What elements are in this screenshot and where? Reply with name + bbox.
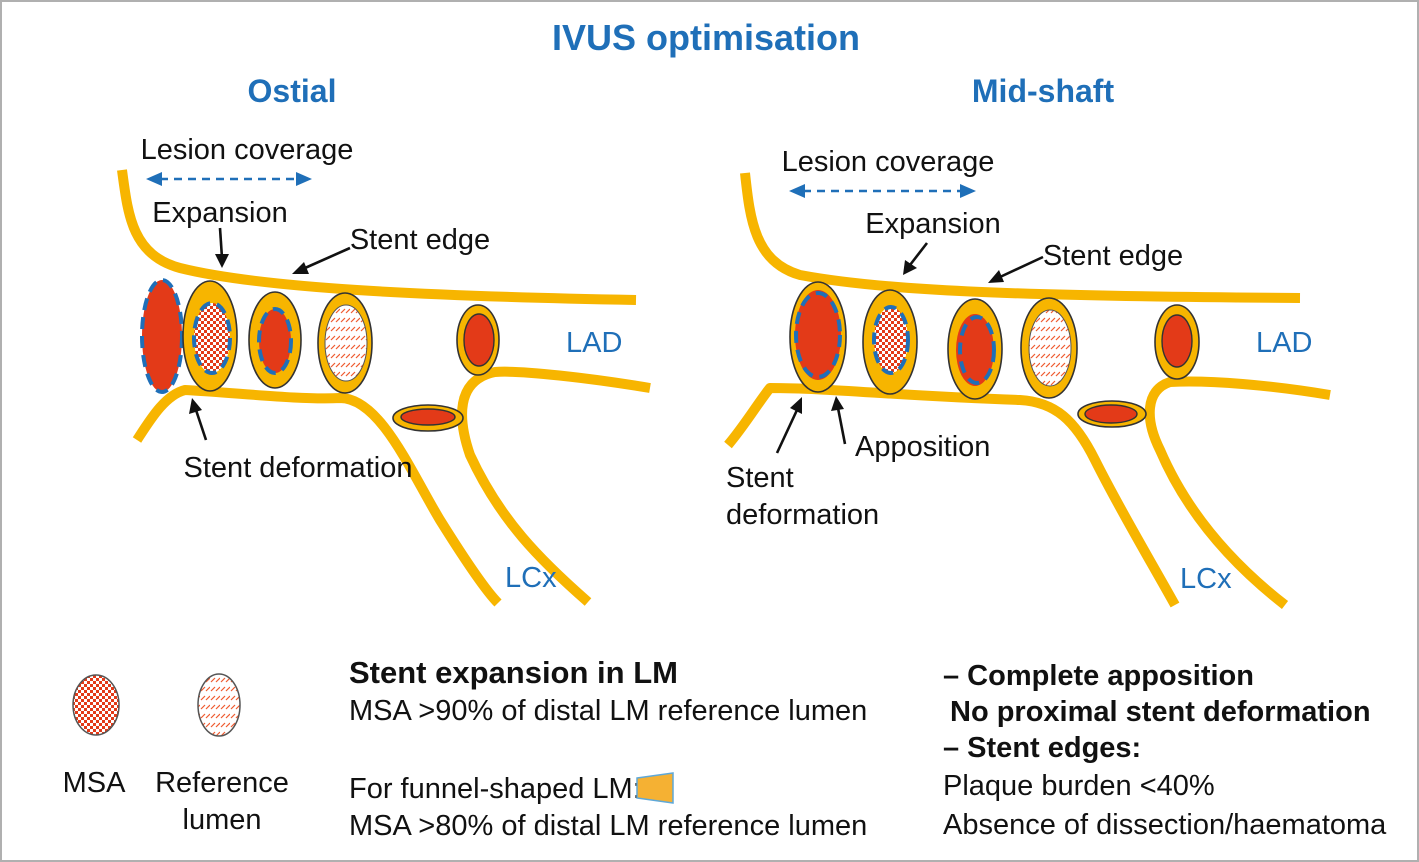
midshaft-cross-section-1 [789, 281, 847, 393]
ostial-lad-cross-section [456, 304, 500, 376]
msa-legend-swatch [72, 674, 120, 736]
midshaft-lcx-cross-section [1077, 400, 1147, 428]
coverage-arrowhead-left [789, 184, 805, 198]
midshaft-cross-section-3 [947, 298, 1003, 400]
arrowhead [903, 260, 917, 275]
apposition-edge-criteria: – Complete apposition No proximal stent … [943, 660, 1387, 841]
midshaft-cross-section-4 [1020, 297, 1078, 399]
midshaft-stent-edge-arrow [999, 255, 1044, 279]
ostial-cross-section-2 [182, 280, 238, 392]
ostial-cross-section-3 [248, 291, 302, 389]
midshaft-lm-lower-wall [724, 383, 1180, 608]
ostial-lm-lower-wall [132, 385, 502, 607]
funnel-shape-icon [636, 772, 674, 804]
complete-apposition: – Complete apposition [943, 660, 1254, 692]
expansion-rule: MSA >90% of distal LM reference lumen [349, 695, 867, 727]
absence-dissection: Absence of dissection/haematoma [943, 809, 1387, 841]
midshaft-lesion-coverage-label: Lesion coverage [782, 146, 995, 178]
ostial-panel: Ostial Lesion coverage Expansion Stent e… [117, 73, 651, 607]
ostial-expansion-arrow [218, 227, 224, 259]
coverage-arrowhead-left [146, 172, 162, 186]
funnel-label: For funnel-shaped LM: [349, 773, 641, 805]
ostial-lad-label: LAD [566, 327, 622, 359]
arrowhead [189, 398, 202, 414]
midshaft-stent-deformation-label-line1: Stent [726, 462, 794, 494]
msa-legend-label: MSA [63, 767, 127, 799]
coverage-arrowhead-right [296, 172, 312, 186]
ostial-cross-section-4 [317, 292, 373, 394]
coverage-arrowhead-right [960, 184, 976, 198]
ostial-lm-upper-wall [117, 169, 637, 305]
ostial-stent-deformation-label: Stent deformation [184, 452, 413, 484]
midshaft-lcx-label: LCx [1180, 563, 1232, 595]
midshaft-expansion-label: Expansion [865, 208, 1000, 240]
ostial-lad-lower-wall [457, 366, 651, 606]
arrowhead [988, 270, 1004, 283]
ostial-cross-section-1 [140, 278, 184, 394]
midshaft-heading: Mid-shaft [972, 73, 1115, 109]
midshaft-lm-upper-wall [740, 172, 1301, 303]
expansion-heading: Stent expansion in LM [349, 655, 678, 690]
ostial-stent-deformation-arrow [194, 409, 208, 441]
expansion-criteria: Stent expansion in LM MSA >90% of distal… [349, 655, 867, 842]
midshaft-panel: Mid-shaft Lesion coverage Expansion Sten… [724, 73, 1331, 609]
ostial-lesion-coverage-label: Lesion coverage [141, 134, 354, 166]
arrowhead [790, 397, 802, 414]
no-proximal-deformation: No proximal stent deformation [950, 696, 1371, 728]
ostial-lcx-label: LCx [505, 562, 557, 594]
midshaft-stent-edge-label: Stent edge [1043, 240, 1183, 272]
midshaft-expansion-arrow [908, 242, 929, 266]
reference-lumen-legend-swatch [197, 673, 241, 737]
reference-legend-label-line1: Reference [155, 767, 289, 799]
ostial-heading: Ostial [248, 73, 337, 109]
midshaft-apposition-label: Apposition [855, 431, 990, 463]
midshaft-lad-lower-wall [1144, 376, 1331, 609]
midshaft-apposition-arrow [836, 407, 847, 445]
midshaft-cross-section-2 [862, 289, 918, 395]
arrowhead [292, 262, 309, 274]
legend: MSA Reference lumen [63, 673, 289, 836]
arrowhead [215, 254, 229, 268]
midshaft-stent-deformation-label-line2: deformation [726, 499, 879, 531]
ostial-stent-edge-label: Stent edge [350, 224, 490, 256]
ostial-stent-edge-arrow [304, 246, 351, 270]
plaque-burden: Plaque burden <40% [943, 770, 1215, 802]
arrowhead [831, 396, 844, 411]
figure-title: IVUS optimisation [552, 17, 860, 58]
midshaft-lad-cross-section [1154, 304, 1200, 380]
ostial-lcx-cross-section [392, 404, 464, 432]
stent-edges-heading: – Stent edges: [943, 732, 1141, 764]
reference-legend-label-line2: lumen [183, 804, 262, 836]
ostial-expansion-label: Expansion [152, 197, 287, 229]
funnel-rule: MSA >80% of distal LM reference lumen [349, 810, 867, 842]
midshaft-stent-deformation-arrow [775, 409, 799, 454]
midshaft-lad-label: LAD [1256, 327, 1312, 359]
